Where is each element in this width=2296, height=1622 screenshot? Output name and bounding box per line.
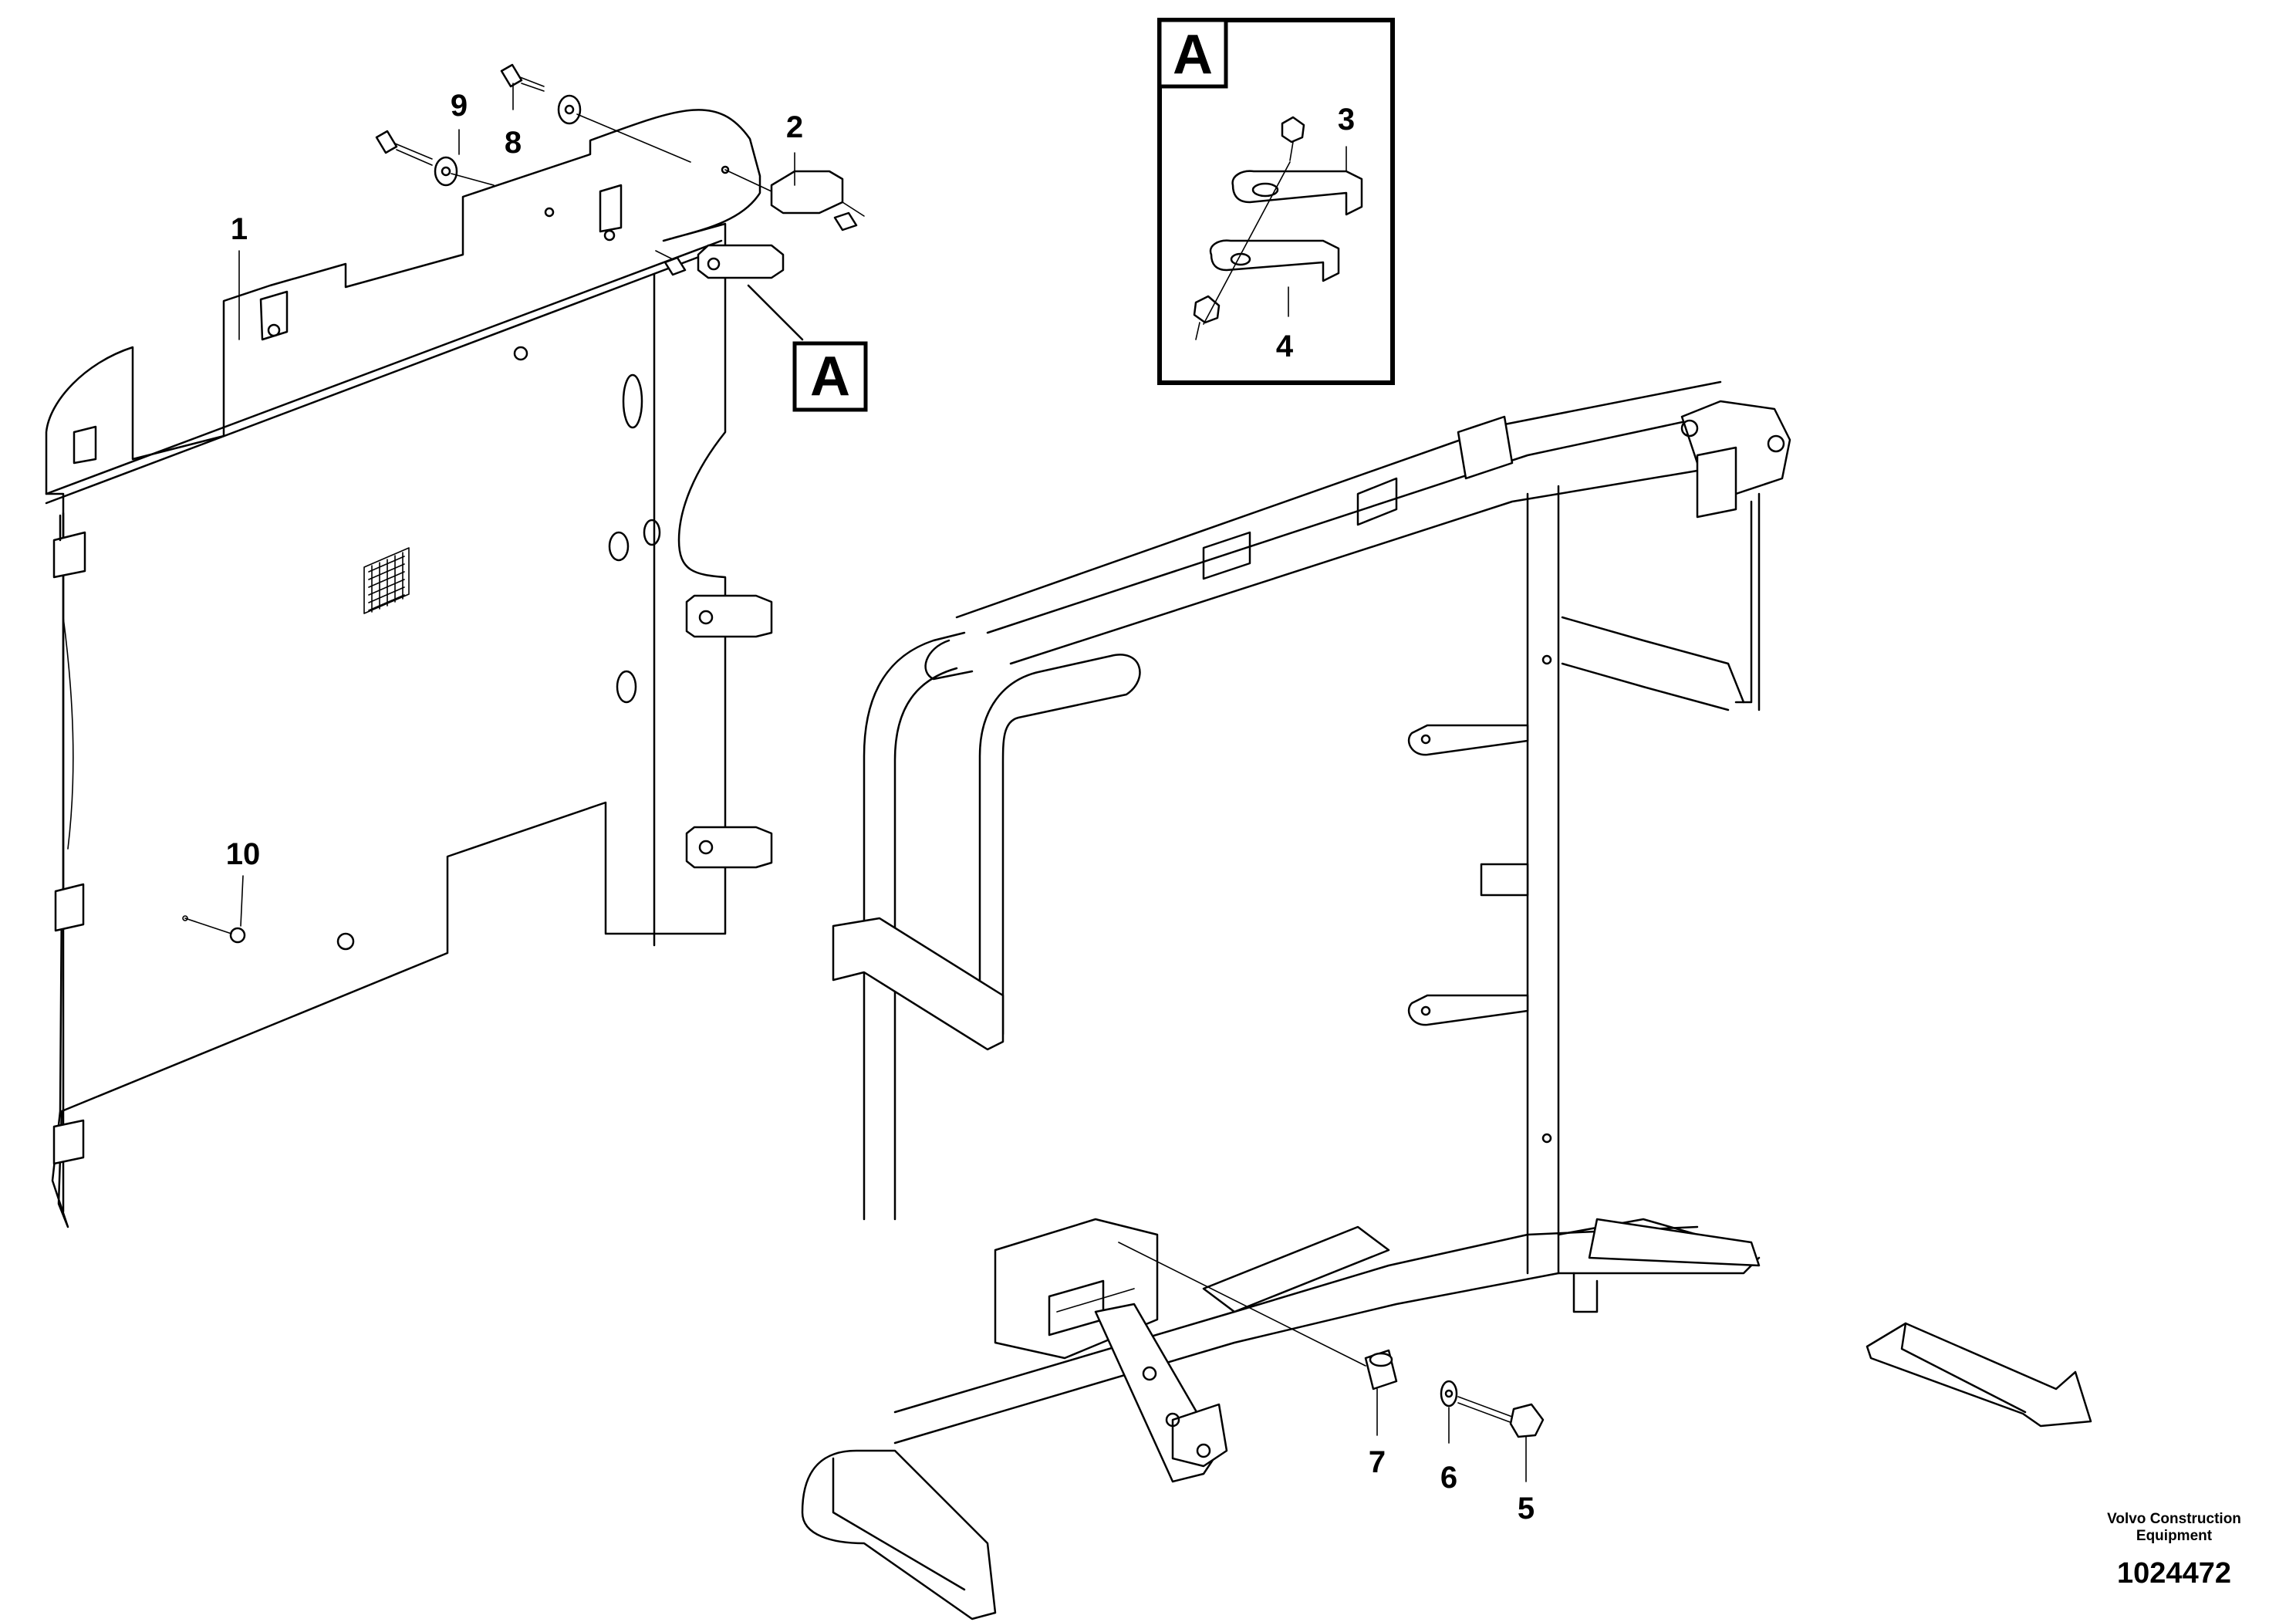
clip-top xyxy=(52,514,86,579)
washer-part-6 xyxy=(1440,1380,1458,1407)
callout-10: 10 xyxy=(226,837,261,871)
direction-arrow xyxy=(1866,1322,2092,1428)
bracket-to-detail-a xyxy=(655,244,804,341)
clip-bottom xyxy=(52,1119,85,1165)
detail-a-reference-box: A xyxy=(792,341,868,412)
leader-lines xyxy=(238,83,1527,1482)
panel-bracket-lower xyxy=(685,826,773,869)
callout-9: 9 xyxy=(451,89,468,123)
callout-3: 3 xyxy=(1338,103,1355,137)
side-panel-part-1 xyxy=(45,109,773,1228)
bracket-part-2 xyxy=(724,169,865,231)
callout-7: 7 xyxy=(1369,1445,1386,1479)
brand-label: Volvo Construction Equipment xyxy=(2107,1511,2241,1544)
callout-8: 8 xyxy=(505,126,522,160)
callout-2: 2 xyxy=(786,110,803,144)
detail-reference-letter: A xyxy=(810,346,850,407)
callout-4: 4 xyxy=(1276,329,1294,363)
spacer-part-7 xyxy=(1118,1242,1398,1391)
bolt-with-washer-8 xyxy=(500,63,691,163)
radiator-frame xyxy=(801,380,1791,1620)
bolt-with-washer-9 xyxy=(375,130,495,187)
callout-1: 1 xyxy=(231,212,248,246)
panel-bracket-upper xyxy=(685,594,773,638)
mesh-grille xyxy=(363,547,410,614)
detail-view-letter: A xyxy=(1173,24,1213,86)
bolt-part-5 xyxy=(1457,1396,1545,1438)
latch-assembly xyxy=(994,1218,1228,1483)
top-hinge-bracket xyxy=(1680,400,1791,519)
callout-6: 6 xyxy=(1440,1461,1457,1495)
drawing-number: 1024472 xyxy=(2117,1557,2231,1590)
clip-middle xyxy=(54,883,85,932)
detail-a-inset: A xyxy=(1157,18,1395,385)
callout-5: 5 xyxy=(1518,1492,1535,1526)
